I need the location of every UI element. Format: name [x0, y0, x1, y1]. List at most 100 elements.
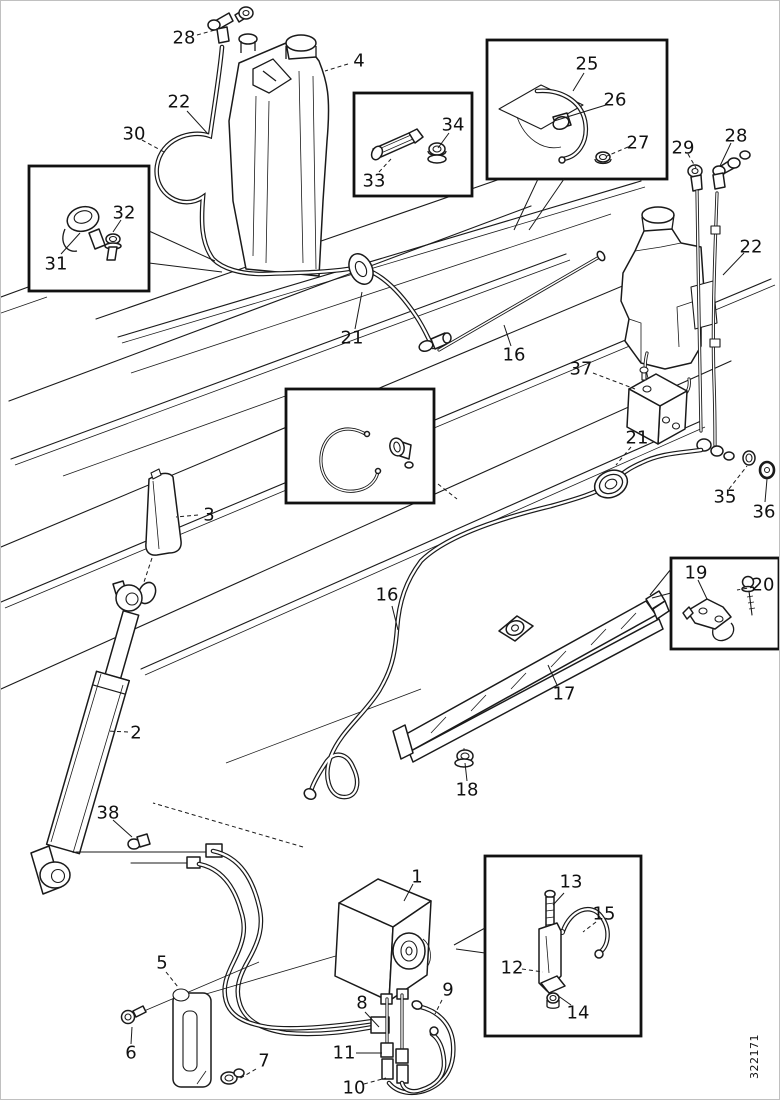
inset-pointer-clamp-12-13-14-15 — [453, 927, 486, 946]
bracket-5 — [136, 952, 347, 1088]
callout-2: 2 — [130, 723, 141, 744]
callout-6: 6 — [125, 1043, 136, 1064]
callout-14: 14 — [567, 1003, 590, 1024]
leader-25 — [572, 72, 585, 92]
inset-box-ring-24-23 — [284, 387, 436, 505]
callout-19: 19 — [685, 563, 708, 584]
callout-15: 15 — [593, 904, 616, 925]
leader-35 — [728, 465, 748, 490]
inset-pointer-clamp-31-32 — [148, 262, 223, 273]
leader-18 — [464, 762, 468, 782]
callout-22: 22 — [168, 92, 191, 113]
callout-21: 21 — [341, 328, 364, 349]
callout-36: 36 — [753, 502, 776, 523]
callout-22: 22 — [740, 237, 763, 258]
inset-pointer-clamp-19-20 — [649, 568, 672, 596]
callout-37: 37 — [570, 359, 593, 380]
inset-pointer-clamp-19-20 — [651, 592, 672, 599]
nut-34 — [427, 142, 447, 164]
hose-16-lower — [303, 450, 701, 801]
leader-36 — [764, 478, 768, 503]
fitting-28-right — [712, 150, 751, 190]
inset-pointer-clamp-31-32 — [148, 230, 216, 262]
leader-28 — [719, 142, 732, 167]
leader-37 — [592, 372, 636, 390]
leader-29 — [687, 153, 697, 169]
callout-16: 16 — [376, 585, 399, 606]
leader-17 — [547, 664, 558, 686]
callout-5: 5 — [156, 953, 167, 974]
inset-box-clamp-12-13-14-15 — [483, 854, 643, 1038]
callout-33: 33 — [363, 171, 386, 192]
tee-fitting-28-upper — [207, 6, 254, 44]
callout-18: 18 — [456, 780, 479, 801]
leader-27 — [606, 146, 629, 157]
callout-3: 3 — [203, 505, 214, 526]
hose-bundle-5-8 — [199, 851, 390, 1034]
callout-7: 7 — [258, 1051, 269, 1072]
bolt-18 — [454, 748, 474, 768]
callout-10: 10 — [343, 1078, 366, 1099]
hose-10 — [402, 1026, 444, 1091]
pump-tubes-fittings — [380, 993, 409, 1084]
clamp-plate-12 — [538, 922, 566, 994]
leader-4 — [324, 63, 349, 72]
leader-7 — [238, 1068, 257, 1080]
reservoir-tank-upper — [228, 33, 330, 277]
cover-3 — [140, 468, 182, 592]
tube-22-right — [709, 191, 721, 447]
callout-11: 11 — [333, 1043, 356, 1064]
bolt-6 — [120, 1005, 147, 1025]
nut-14 — [546, 992, 560, 1009]
callout-20: 20 — [752, 575, 775, 596]
callout-4: 4 — [353, 51, 364, 72]
tee-fitting-lower — [696, 438, 735, 461]
bolt-20 — [741, 575, 756, 616]
callout-28: 28 — [173, 28, 196, 49]
callout-13: 13 — [560, 872, 583, 893]
leader-5 — [165, 971, 179, 988]
elbow-fitting-16 — [418, 332, 452, 353]
leader-9 — [434, 999, 443, 1015]
bolt-7 — [220, 1068, 245, 1085]
leader-21 — [615, 446, 632, 466]
inset-pointer-clamp-12-13-14-15 — [455, 948, 486, 954]
callout-16: 16 — [503, 345, 526, 366]
callout-28: 28 — [725, 126, 748, 147]
channel-rail-17 — [392, 590, 670, 763]
leader-15 — [582, 921, 597, 933]
leader-28 — [196, 29, 216, 36]
leader-3 — [175, 514, 199, 518]
leader-21 — [354, 291, 363, 330]
leader-31 — [60, 232, 81, 255]
callout-30: 30 — [123, 124, 146, 145]
inset-box-clamp-19-20 — [669, 556, 779, 651]
pump-unit-1 — [334, 878, 432, 1005]
grommet-21-upper — [348, 253, 374, 285]
leader-20 — [736, 586, 755, 591]
reservoir-tank-right — [620, 206, 718, 401]
callout-29: 29 — [672, 138, 695, 159]
leader-33 — [378, 158, 392, 173]
leader-26 — [553, 104, 607, 122]
bolt-32 — [104, 233, 122, 261]
leader-14 — [556, 994, 572, 1006]
callout-35: 35 — [714, 487, 737, 508]
leader-22 — [722, 252, 745, 276]
grommet-21-lower — [593, 469, 629, 499]
callout-1: 1 — [411, 867, 422, 888]
tube-16-upper — [437, 250, 606, 352]
stud-33 — [370, 128, 424, 161]
strap-25 — [498, 84, 586, 164]
figure-number: 322171 — [748, 1034, 761, 1079]
bracket-37 — [626, 366, 688, 445]
inset-pointer-strap-25-26-27 — [513, 178, 539, 231]
leader-16 — [391, 605, 399, 631]
callout-17: 17 — [553, 684, 576, 705]
cylinder-2 — [30, 580, 157, 895]
callout-8: 8 — [356, 993, 367, 1014]
callout-32: 32 — [113, 203, 136, 224]
callout-34: 34 — [442, 115, 465, 136]
leader-16 — [503, 324, 512, 347]
